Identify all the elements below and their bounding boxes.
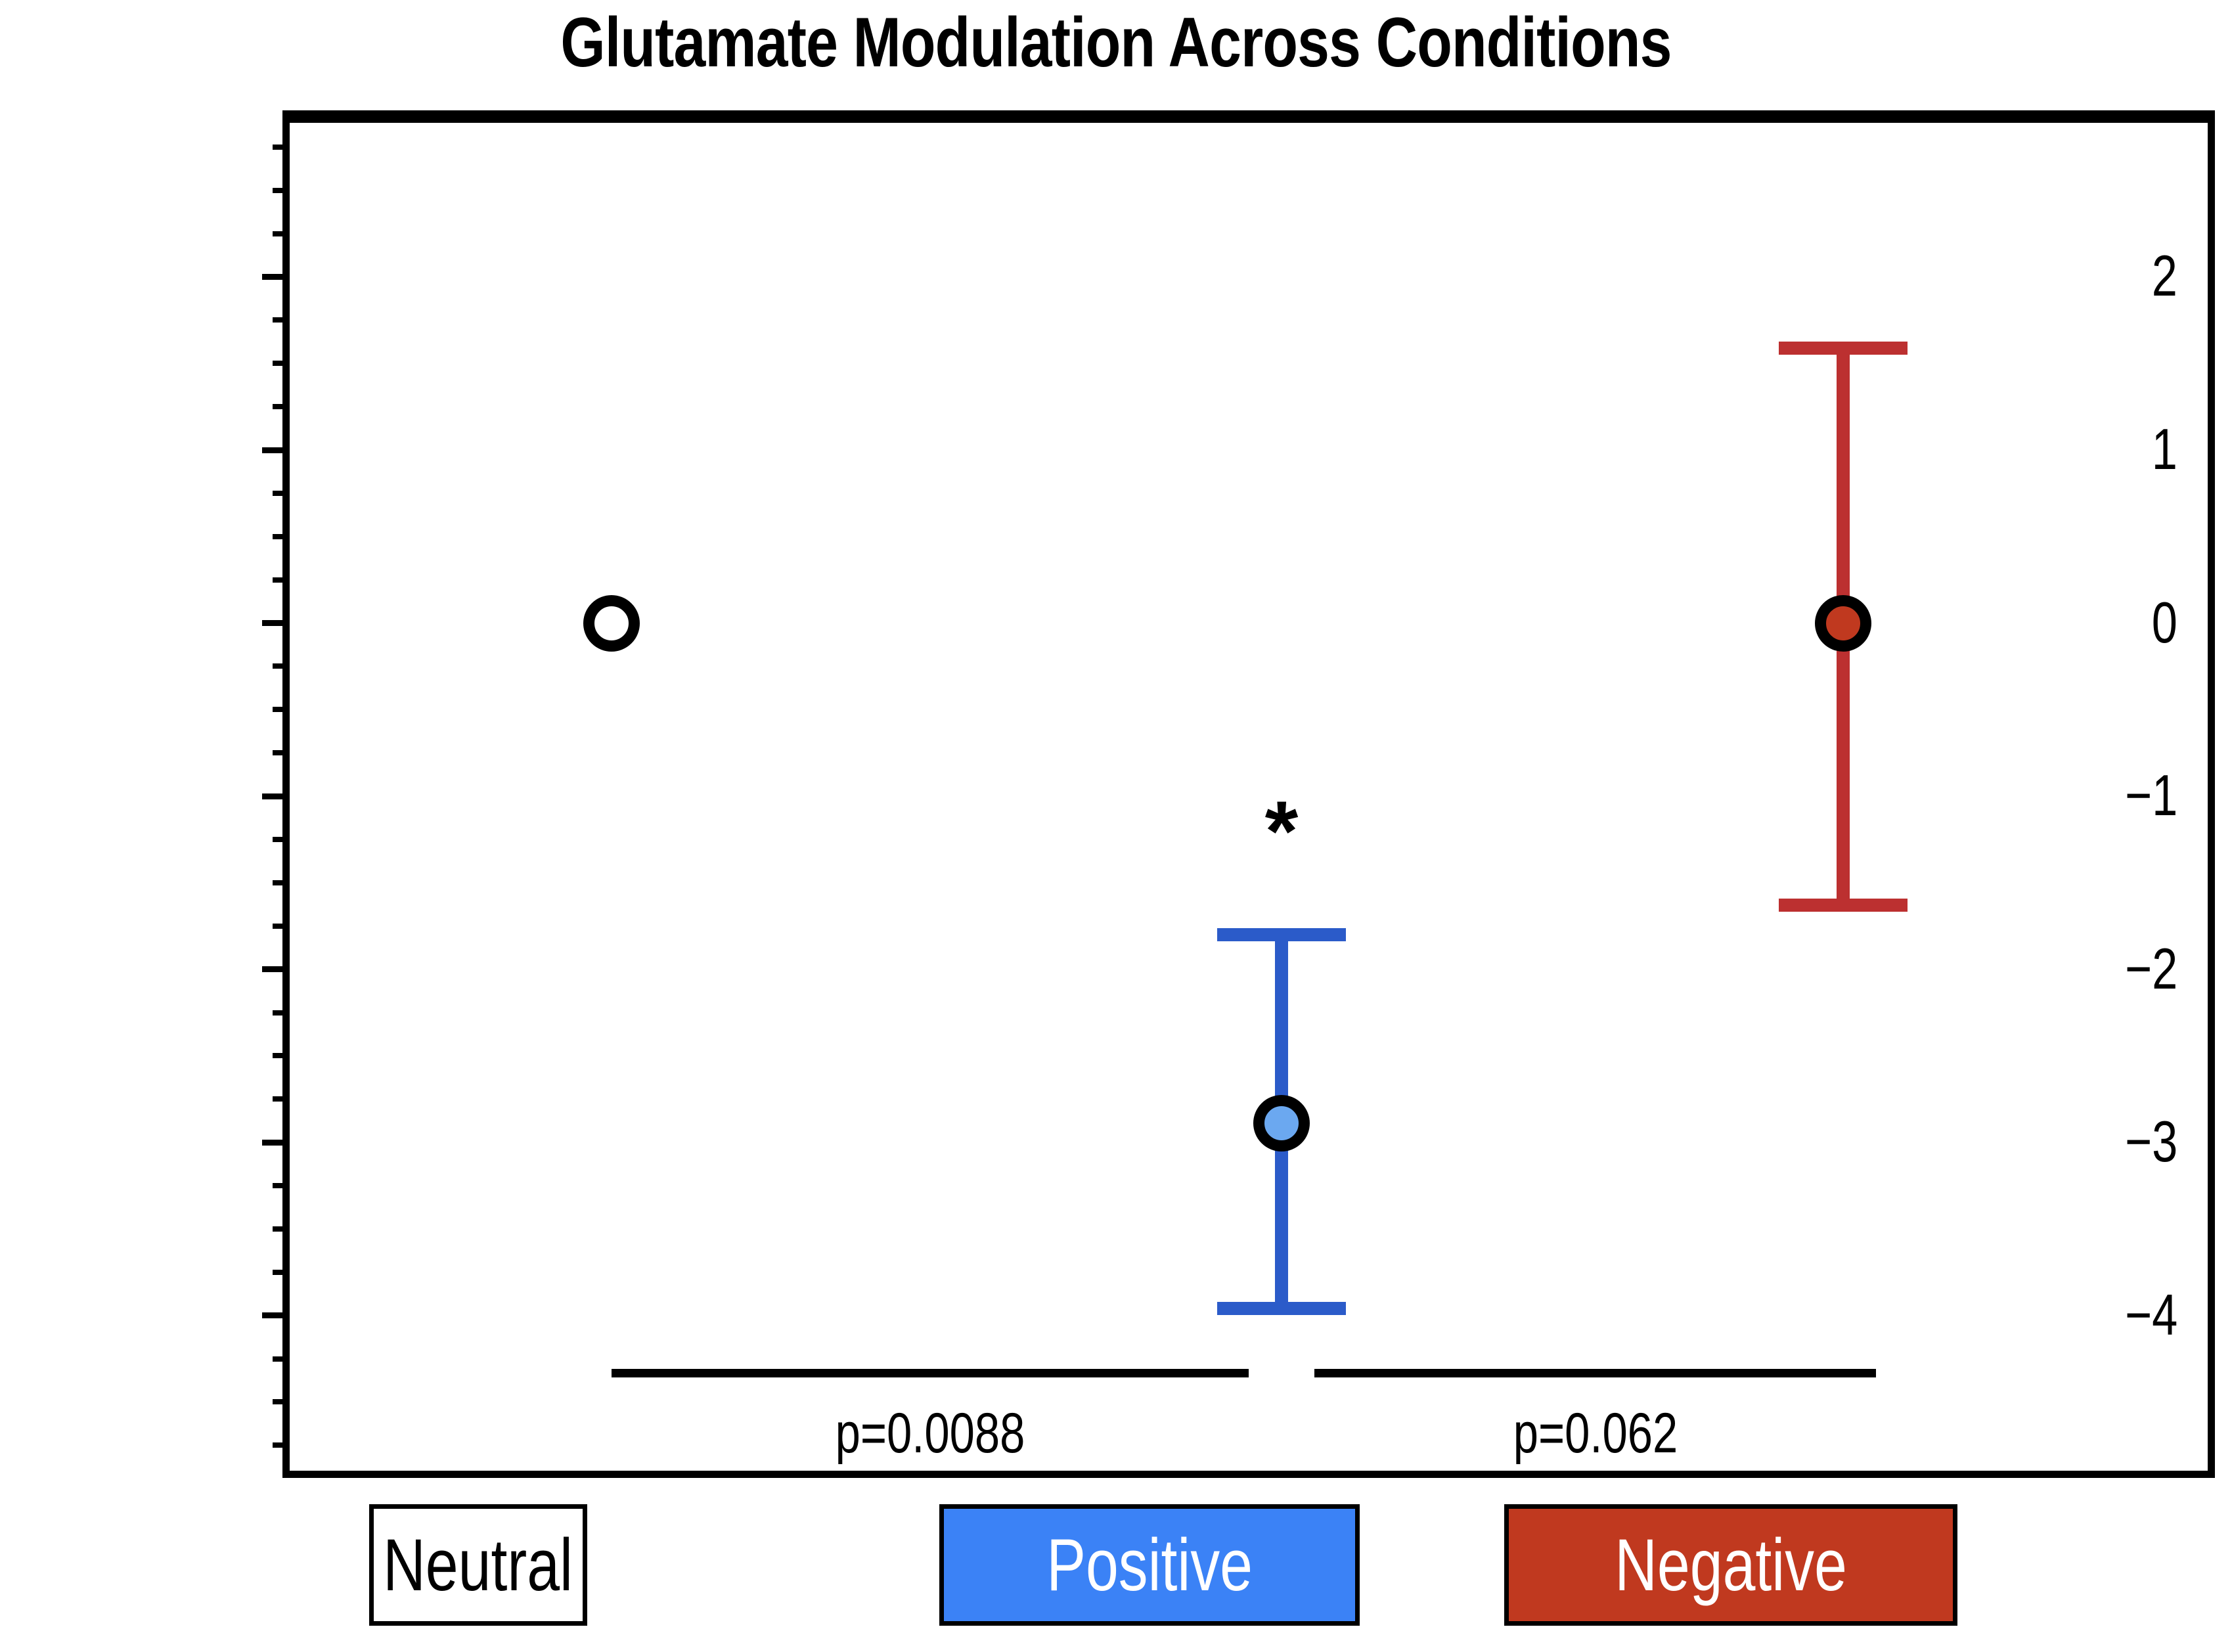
error-bar-cap-upper xyxy=(1217,927,1346,941)
data-point-marker-positive[interactable] xyxy=(1253,1095,1310,1152)
y-tick-minor xyxy=(273,1269,290,1275)
y-tick-minor xyxy=(273,1096,290,1102)
y-tick-minor xyxy=(273,533,290,539)
y-tick-major xyxy=(262,793,290,799)
y-tick-minor xyxy=(273,1399,290,1405)
y-tick-minor xyxy=(273,490,290,496)
legend: Neutral Positive Negative xyxy=(0,1504,2232,1629)
y-tick-label: 0 xyxy=(2151,589,2177,655)
y-tick-label: −2 xyxy=(2124,935,2177,1001)
y-tick-minor xyxy=(273,1053,290,1059)
y-tick-label: −4 xyxy=(2124,1282,2177,1347)
error-bar-cap-lower xyxy=(1779,899,1908,912)
legend-item-positive[interactable]: Positive xyxy=(939,1504,1360,1626)
y-tick-minor xyxy=(273,317,290,323)
y-tick-minor xyxy=(273,361,290,367)
comparison-bar xyxy=(612,1369,1249,1377)
y-tick-minor xyxy=(273,836,290,842)
p-value-label: p=0.0088 xyxy=(835,1402,1025,1465)
data-point-marker-neutral[interactable] xyxy=(583,594,640,652)
plot-area: 2 1 0 −1 −2 −3 −4 * p=0.0088 p=0.062 xyxy=(262,110,2215,1478)
legend-item-label: Neutral xyxy=(383,1523,573,1606)
y-tick-minor xyxy=(273,750,290,756)
y-tick-minor xyxy=(273,187,290,193)
y-tick-label: −3 xyxy=(2124,1109,2177,1174)
y-tick-major xyxy=(262,966,290,973)
y-tick-label: −1 xyxy=(2124,763,2177,828)
data-point-marker-negative[interactable] xyxy=(1815,594,1871,652)
legend-item-label: Positive xyxy=(1046,1523,1253,1606)
y-tick-minor xyxy=(273,1356,290,1362)
y-axis-title: Mean % Change in Glutamate relative to n… xyxy=(0,0,46,110)
legend-item-label: Negative xyxy=(1615,1523,1847,1606)
y-tick-minor xyxy=(273,577,290,583)
error-bar-cap-lower xyxy=(1217,1302,1346,1316)
y-tick-minor xyxy=(273,144,290,150)
y-tick-minor xyxy=(273,404,290,410)
y-tick-major xyxy=(262,447,290,453)
error-bar-cap-upper xyxy=(1779,341,1908,355)
y-tick-minor xyxy=(273,231,290,236)
y-tick-label: 2 xyxy=(2151,243,2177,309)
y-tick-minor xyxy=(273,663,290,669)
comparison-bar xyxy=(1314,1369,1876,1377)
y-tick-minor xyxy=(273,707,290,713)
y-tick-minor xyxy=(273,1183,290,1189)
y-tick-major xyxy=(262,273,290,280)
y-tick-major xyxy=(262,1139,290,1146)
legend-item-negative[interactable]: Negative xyxy=(1504,1504,1957,1626)
page-title: Glutamate Modulation Across Conditions xyxy=(560,3,1672,81)
y-tick-minor xyxy=(273,1442,290,1448)
y-tick-major xyxy=(262,620,290,627)
y-tick-minor xyxy=(273,880,290,885)
legend-item-neutral[interactable]: Neutral xyxy=(369,1504,587,1626)
zero-reference-line xyxy=(290,118,2208,123)
y-tick-minor xyxy=(273,1010,290,1016)
significance-star: * xyxy=(1264,782,1299,879)
y-tick-major xyxy=(262,1312,290,1319)
p-value-label: p=0.062 xyxy=(1513,1402,1678,1465)
y-tick-minor xyxy=(273,1226,290,1232)
y-tick-minor xyxy=(273,923,290,929)
y-tick-label: 1 xyxy=(2151,416,2177,481)
